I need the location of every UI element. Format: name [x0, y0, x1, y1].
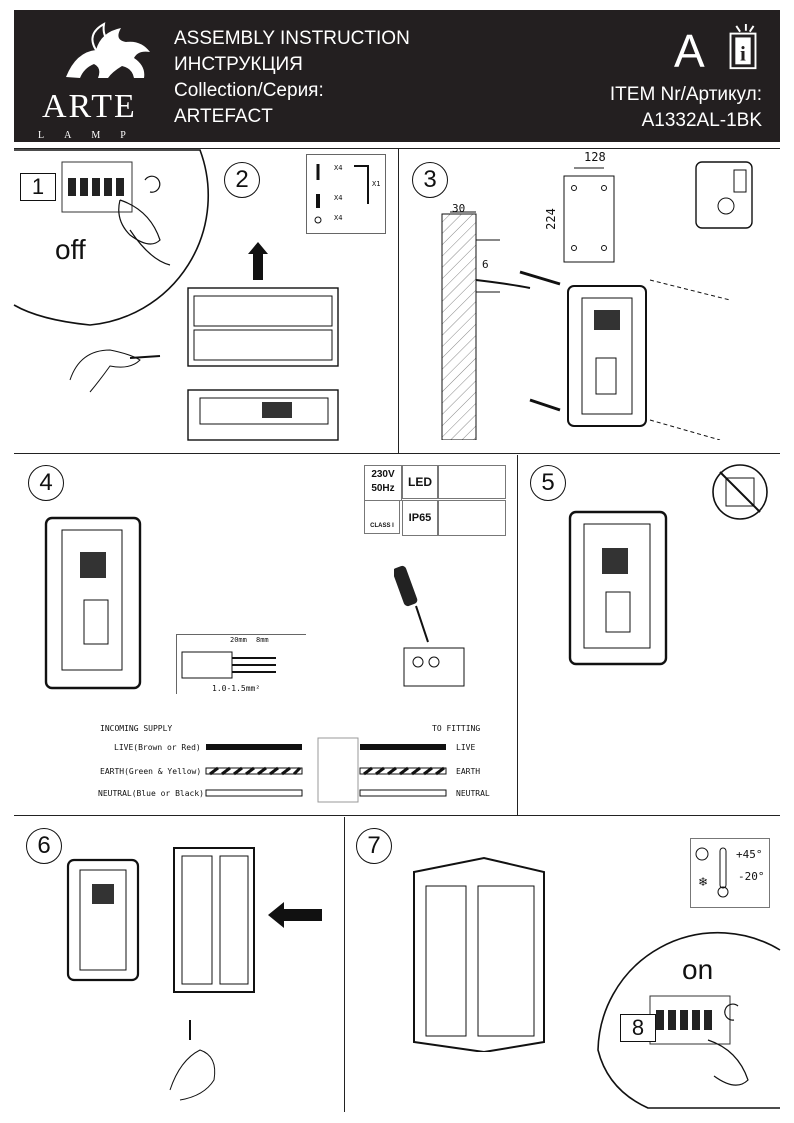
step6-lamp-drawing [173, 847, 255, 993]
template-width-dim: 128 [584, 150, 606, 164]
divider [14, 148, 780, 149]
temp-min: -20° [738, 870, 765, 883]
strip-length-2: 8mm [256, 636, 269, 644]
kit-qty-screws: X4 [334, 164, 343, 172]
step2-number: 2 [224, 162, 260, 198]
kit-qty-anchors: X4 [334, 194, 343, 202]
temperature-range-box: ❄ [690, 838, 770, 908]
terminal-screwdriver-drawing [394, 565, 465, 687]
spec-ip: IP65 [402, 500, 438, 536]
spec-led-type-icon [438, 465, 506, 499]
brand-logo: ARTE LAMP [38, 22, 168, 141]
wiring-diagram [205, 737, 447, 803]
collection-label: Collection/Серия: [174, 80, 324, 101]
temp-max: +45° [736, 848, 763, 861]
wire-neutral-in: NEUTRAL(Blue or Black) [98, 789, 204, 798]
wire-live-in: LIVE(Brown or Red) [114, 743, 201, 752]
header-title-block: ASSEMBLY INSTRUCTION ИНСТРУКЦИЯ Collecti… [174, 26, 410, 130]
spec-led: LED [402, 465, 438, 499]
spec-driver-icon [438, 500, 506, 536]
step6-number: 6 [26, 828, 62, 864]
brand-word: ARTE [42, 88, 137, 125]
step2-kit-box [306, 154, 386, 234]
wire-earth-in: EARTH(Green & Yellow) [100, 767, 202, 776]
svg-text:❄: ❄ [698, 875, 708, 889]
header-banner: ARTE LAMP ASSEMBLY INSTRUCTION ИНСТРУКЦИ… [14, 10, 780, 142]
wire-section: 1.0-1.5mm² [212, 684, 261, 693]
step7-number: 7 [356, 828, 392, 864]
title-ru: ИНСТРУКЦИЯ [174, 54, 303, 75]
no-bulb-icon [695, 161, 753, 229]
kit-qty-key: X1 [372, 180, 381, 188]
divider [517, 455, 518, 815]
divider [398, 148, 399, 453]
step3-number: 3 [412, 162, 448, 198]
item-label: ITEM Nr/Артикул: [609, 84, 762, 105]
strip-length-1: 20mm [230, 636, 247, 644]
brand-sub: LAMP [38, 130, 146, 141]
hand-screwdriver-icon [69, 349, 161, 393]
hand-screw-icon [169, 1020, 216, 1101]
wall-depth-dim: 30 [452, 202, 466, 215]
wall-section-drawing [441, 211, 531, 440]
wire-earth-out: EARTH [456, 767, 481, 776]
template-height-dim: 224 [543, 208, 558, 230]
kit-qty-washers: X4 [334, 214, 343, 222]
step5-number: 5 [530, 465, 566, 501]
svg-text:i: i [740, 41, 746, 65]
category-letter: A [674, 25, 705, 77]
up-arrow-icon [248, 242, 268, 280]
step4-box-drawing [44, 516, 142, 690]
step1-off-label: off [55, 234, 86, 265]
hole-template [563, 167, 615, 263]
step8-inset [597, 931, 781, 1109]
item-block: ITEM Nr/Артикул: A1332AL-1BK [610, 82, 762, 134]
step7-lamp-drawing [413, 856, 545, 1052]
step3-mount-drawing [519, 270, 731, 440]
divider [14, 815, 780, 816]
divider [344, 817, 345, 1112]
left-arrow-icon [268, 902, 322, 928]
wire-neutral-out: NEUTRAL [456, 789, 490, 798]
griffin-logo-icon [66, 22, 150, 78]
info-book-icon: i [729, 24, 757, 70]
wiring-left-title: INCOMING SUPPLY [100, 724, 173, 733]
step1-inset [13, 149, 210, 326]
step8-number: 8 [620, 1014, 656, 1042]
item-code: A1332AL-1BK [641, 110, 762, 131]
cable-strip-drawing [176, 634, 306, 694]
wire-live-out: LIVE [456, 743, 476, 752]
step6-box-drawing [66, 858, 140, 982]
title-en: ASSEMBLY INSTRUCTION [174, 28, 410, 49]
collection-name: ARTEFACT [174, 106, 273, 127]
divider [14, 453, 780, 454]
no-touch-icon [712, 464, 768, 520]
step8-on-label: on [682, 954, 714, 985]
step5-box-drawing [568, 510, 668, 666]
spec-class: CLASS I [364, 500, 400, 534]
step1-number: 1 [20, 173, 56, 201]
step4-number: 4 [28, 465, 64, 501]
hole-dia-dim: 6 [482, 258, 489, 271]
step2-lamp-drawing [187, 242, 339, 441]
wiring-right-title: TO FITTING [432, 724, 481, 733]
